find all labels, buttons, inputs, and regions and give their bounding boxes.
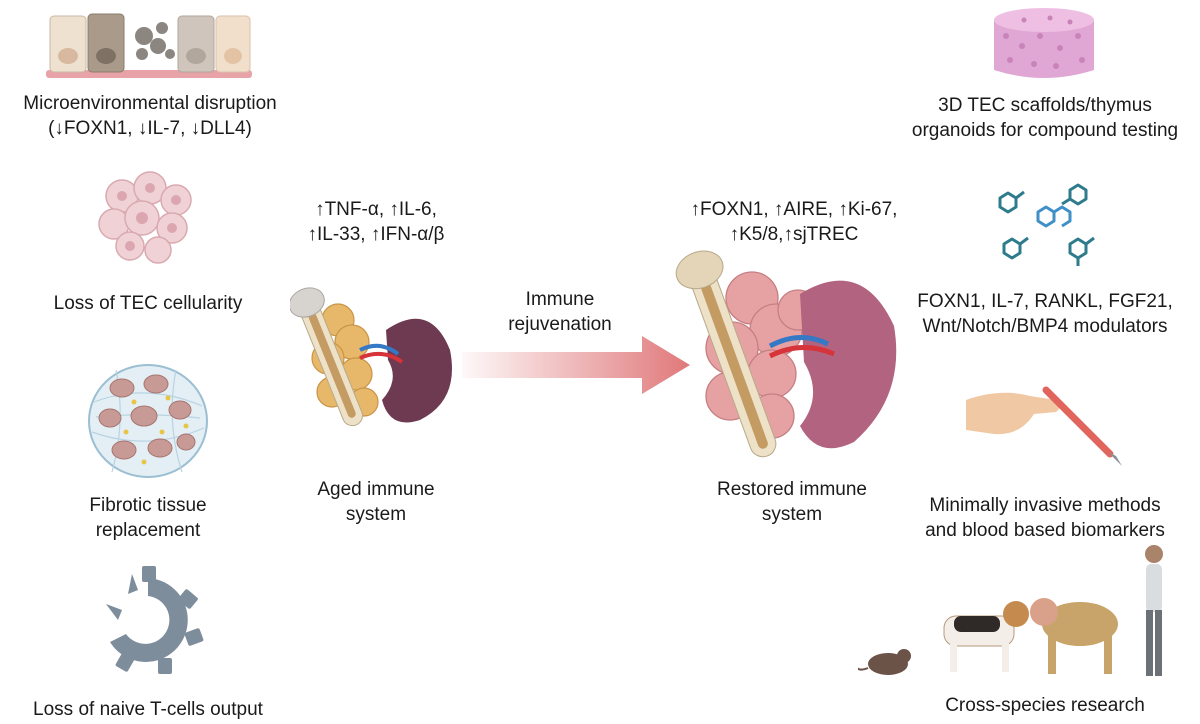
tec-scaffold-illustration xyxy=(990,6,1098,86)
aged-markers-line2: ↑IL-33, ↑IFN-α/β xyxy=(307,224,445,245)
restored-immune-system-illustration xyxy=(672,246,908,468)
modulators-label-line1: FOXN1, IL-7, RANKL, FGF21, xyxy=(917,291,1173,312)
epithelium-disruption-illustration xyxy=(44,4,254,84)
scalpel-hand-illustration xyxy=(960,370,1130,470)
arrow-label-line2: rejuvenation xyxy=(508,314,612,335)
species-label: Cross-species research xyxy=(945,695,1145,716)
aged-label-line1: Aged immune xyxy=(317,479,435,500)
molecules-illustration xyxy=(990,178,1100,270)
cross-species-illustration xyxy=(858,542,1178,682)
scaffolds-label-line2: organoids for compound testing xyxy=(911,120,1179,141)
restored-markers-line1: ↑FOXN1, ↑AIRE, ↑Ki-67, xyxy=(690,199,898,220)
rejuvenation-arrow xyxy=(462,334,692,396)
aged-immune-system-illustration xyxy=(290,280,460,435)
disruption-label-line2: (↓FOXN1, ↓IL-7, ↓DLL4) xyxy=(48,118,252,139)
broken-gear-icon xyxy=(92,564,204,676)
aged-label-line2: system xyxy=(345,504,407,525)
fibrotic-label-line2: replacement xyxy=(95,520,201,541)
tec-cellularity-illustration xyxy=(92,166,202,266)
arrow-label-line1: Immune xyxy=(525,289,595,310)
disruption-label-line1: Microenvironmental disruption xyxy=(23,93,277,114)
fibrotic-label-line1: Fibrotic tissue xyxy=(89,495,207,516)
methods-label-line1: Minimally invasive methods xyxy=(929,495,1161,516)
fibrotic-tissue-illustration xyxy=(86,362,210,480)
modulators-label-line2: Wnt/Notch/BMP4 modulators xyxy=(922,316,1168,337)
cellularity-label: Loss of TEC cellularity xyxy=(53,293,243,314)
restored-label-line2: system xyxy=(761,504,823,525)
naive-label: Loss of naive T-cells output xyxy=(33,699,263,720)
methods-label-line2: and blood based biomarkers xyxy=(925,520,1165,541)
aged-markers-line1: ↑TNF-α, ↑IL-6, xyxy=(315,199,437,220)
restored-label-line1: Restored immune xyxy=(717,479,867,500)
restored-markers-line2: ↑K5/8,↑sjTREC xyxy=(729,224,859,245)
scaffolds-label-line1: 3D TEC scaffolds/thymus xyxy=(938,95,1152,116)
